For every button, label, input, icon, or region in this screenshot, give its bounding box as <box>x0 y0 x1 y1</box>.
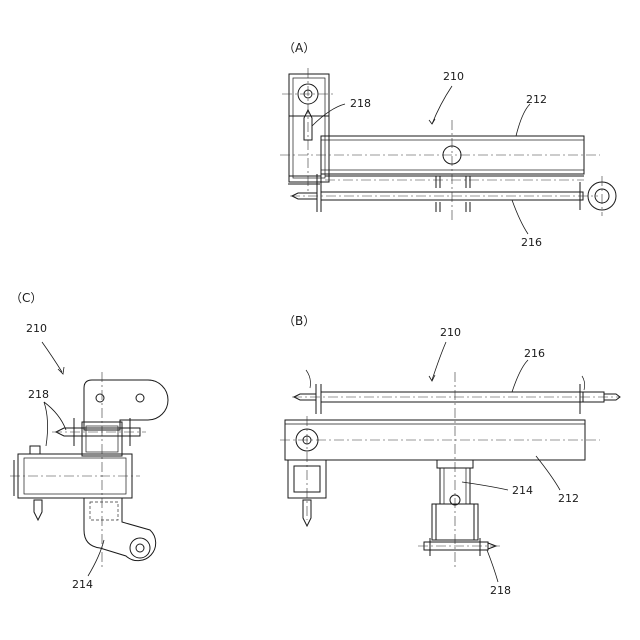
c-lower-pin <box>34 500 42 520</box>
b-ref-214: 214 <box>512 484 533 497</box>
b-ref-212: 212 <box>558 492 579 505</box>
a-ref-210: 210 <box>443 70 464 83</box>
view-a: （A） <box>280 41 616 249</box>
c-leg-214 <box>84 498 156 561</box>
a-ref-218: 218 <box>350 97 371 110</box>
b-ref-216: 216 <box>524 347 545 360</box>
a-ref-216: 216 <box>521 236 542 249</box>
c-ref-218: 218 <box>28 388 49 401</box>
view-b-label: （B） <box>283 314 315 328</box>
c-ref-214: 214 <box>72 578 93 591</box>
b-ref-218: 218 <box>490 584 511 597</box>
view-c-label: （C） <box>10 291 42 305</box>
c-ref-210: 210 <box>26 322 47 335</box>
a-ref-212: 212 <box>526 93 547 106</box>
view-a-label: （A） <box>283 41 315 55</box>
view-b: （B） <box>280 314 620 597</box>
b-ref-210: 210 <box>440 326 461 339</box>
view-c: （C） 210 218 214 <box>10 291 168 591</box>
